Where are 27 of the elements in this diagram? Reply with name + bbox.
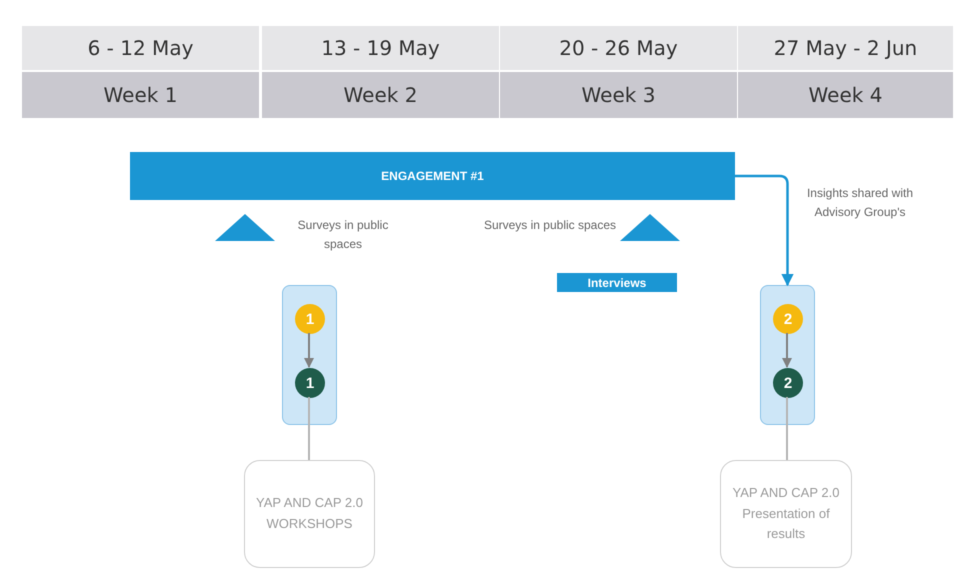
date-cell: 13 - 19 May bbox=[262, 26, 500, 70]
step-number: 2 bbox=[773, 368, 803, 398]
activity-bar: Interviews bbox=[557, 273, 677, 292]
date-cell: 20 - 26 May bbox=[500, 26, 738, 70]
marker-caption: Surveys in public spaces bbox=[296, 217, 390, 254]
step-panel bbox=[282, 285, 337, 425]
triangle-marker bbox=[620, 214, 680, 241]
arrow bbox=[304, 333, 314, 368]
week-cell: Week 3 bbox=[500, 72, 738, 118]
step-number: 1 bbox=[295, 304, 325, 334]
step-panel bbox=[760, 285, 815, 425]
date-cell: 6 - 12 May bbox=[22, 26, 260, 70]
activity-card: YAP AND CAP 2.0 WORKSHOPS bbox=[244, 460, 375, 568]
arrow bbox=[782, 333, 792, 368]
connector-line bbox=[786, 397, 788, 460]
connector-line bbox=[308, 397, 310, 460]
week-cell: Week 4 bbox=[738, 72, 954, 118]
step-number: 2 bbox=[773, 304, 803, 334]
activity-card: YAP AND CAP 2.0 Presentation of results bbox=[720, 460, 852, 568]
step-number: 1 bbox=[295, 368, 325, 398]
marker-caption: Surveys in public spaces bbox=[482, 217, 618, 234]
week-cell: Week 1 bbox=[22, 72, 260, 118]
date-cell: 27 May - 2 Jun bbox=[738, 26, 954, 70]
timeline-bar: ENGAGEMENT #1 bbox=[130, 152, 735, 200]
week-cell: Week 2 bbox=[262, 72, 500, 118]
triangle-marker bbox=[215, 214, 275, 241]
arrow bbox=[735, 174, 794, 286]
